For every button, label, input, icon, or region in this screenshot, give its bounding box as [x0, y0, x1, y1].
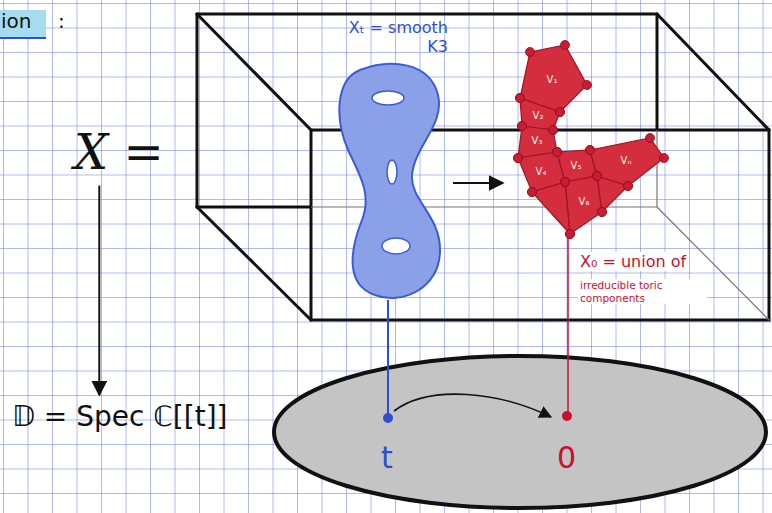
k3-hole — [387, 160, 397, 184]
point-label: 0 — [557, 440, 576, 476]
component-label: V₁ — [547, 74, 558, 86]
toric-vertex — [514, 154, 523, 163]
space-symbol: X = — [70, 122, 168, 184]
toric-component — [597, 176, 628, 212]
toric-component — [565, 176, 602, 234]
toric-complex-shape — [505, 38, 670, 240]
fiber-label: Xₜ = smooth K3 — [330, 18, 452, 56]
k3-surface-shape — [330, 18, 452, 308]
k3-hole — [372, 91, 404, 105]
toric-vertex — [553, 148, 562, 157]
fiber-note: irreducible toric components — [578, 279, 707, 304]
arrow-connector — [98, 186, 100, 395]
arrow-connector — [453, 182, 503, 184]
point-dot — [562, 411, 572, 421]
toric-vertex — [586, 146, 595, 155]
k3-hole — [382, 238, 410, 254]
base-formula-node: 𝔻 = Spec ℂ[[t]] — [8, 398, 231, 436]
title-underline — [0, 37, 46, 39]
toric-vertex — [593, 172, 602, 181]
toric-vertex — [528, 188, 537, 197]
space-symbol-node: X = — [70, 122, 168, 184]
base-formula: 𝔻 = Spec ℂ[[t]] — [8, 398, 231, 436]
toric-vertex — [566, 230, 575, 239]
toric-vertex — [598, 208, 607, 217]
toric-vertex — [556, 108, 565, 117]
base-disk — [274, 356, 766, 508]
k3-surface: Xₜ = smooth K3 — [330, 18, 452, 308]
toric-vertex — [556, 108, 565, 117]
toric-vertex — [660, 154, 669, 163]
toric-vertex — [566, 230, 575, 239]
k3-body — [339, 64, 440, 298]
toric-vertex — [561, 178, 570, 187]
toric-vertex — [514, 154, 523, 163]
point-label: t — [381, 440, 393, 476]
toric-complex: V₁ V₂ V₃ V₄ V₅ V₆ Vₙ — [505, 38, 670, 240]
component-label: V₂ — [533, 110, 544, 122]
title-highlight — [0, 10, 46, 37]
toric-vertex — [528, 188, 537, 197]
toric-vertex — [553, 148, 562, 157]
fiber-line — [567, 236, 569, 412]
toric-vertex — [516, 94, 525, 103]
toric-vertex — [549, 126, 558, 135]
component-label: V₃ — [532, 135, 543, 147]
toric-vertex — [598, 208, 607, 217]
toric-vertex — [561, 178, 570, 187]
component-label: Vₙ — [621, 155, 632, 167]
toric-vertex — [526, 48, 535, 57]
total-space-box — [197, 14, 769, 320]
component-label: V₄ — [536, 166, 547, 178]
fiber-label: X₀ = union of — [578, 252, 688, 271]
toric-vertex — [593, 172, 602, 181]
toric-vertex — [518, 122, 527, 131]
title-colon: : — [58, 9, 65, 33]
toric-vertex — [593, 172, 602, 181]
toric-vertex — [518, 122, 527, 131]
fiber-line — [387, 300, 389, 414]
toric-vertex — [583, 81, 592, 90]
toric-vertex — [624, 182, 633, 191]
toric-vertex — [586, 146, 595, 155]
toric-vertex — [516, 94, 525, 103]
toric-vertex — [561, 178, 570, 187]
point-dot — [383, 413, 393, 423]
toric-vertex — [624, 182, 633, 191]
component-label: V₆ — [579, 196, 590, 208]
toric-vertex — [549, 126, 558, 135]
toric-component — [532, 182, 570, 234]
component-label: V₅ — [571, 160, 582, 172]
toric-vertex — [553, 148, 562, 157]
toric-vertex — [561, 41, 570, 50]
toric-vertex — [646, 134, 655, 143]
toric-vertex — [561, 178, 570, 187]
degeneration-arrow — [394, 394, 551, 417]
toric-vertex — [593, 172, 602, 181]
title-fragment: ion — [1, 9, 31, 33]
